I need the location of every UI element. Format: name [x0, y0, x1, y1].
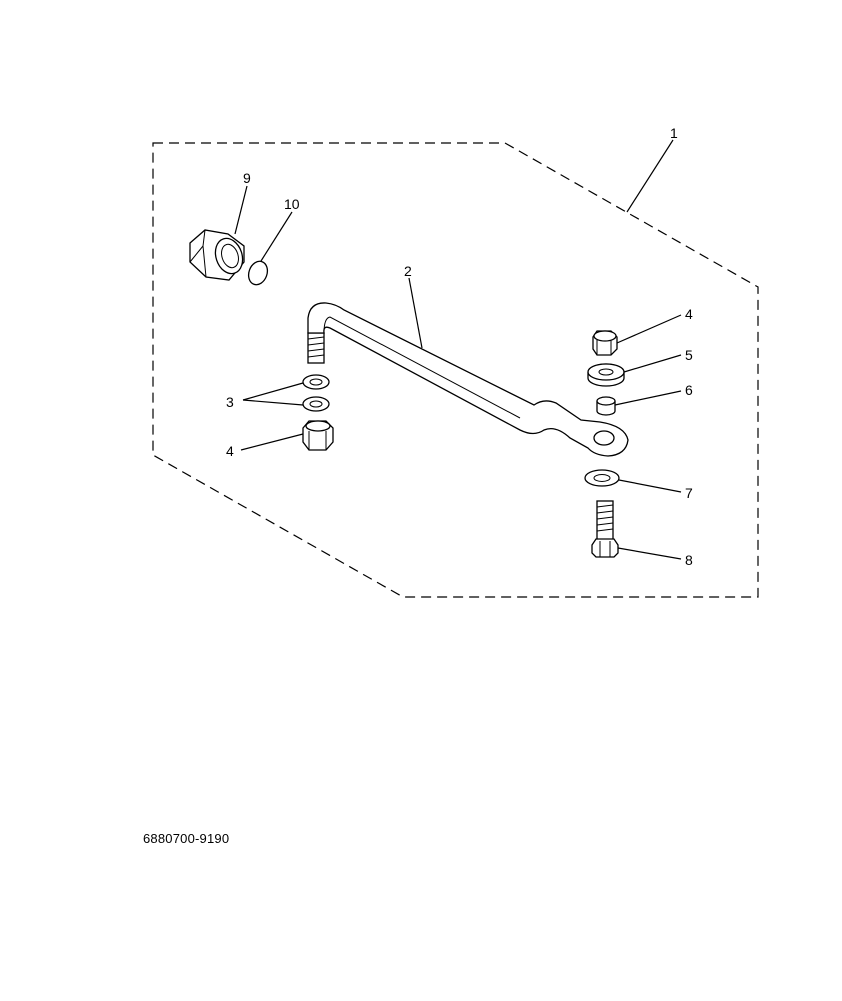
kit-boundary: [152, 142, 759, 598]
callout-5: 5: [685, 347, 693, 363]
part-number-label: 6880700-9190: [143, 831, 230, 846]
part-9-bushing: [189, 229, 245, 281]
part-4-nut-right: [592, 330, 618, 356]
callout-8: 8: [685, 552, 693, 568]
callout-10: 10: [284, 196, 300, 212]
part-8-bolt: [591, 500, 619, 558]
part-4-nut-left: [302, 420, 334, 451]
part-10-o-ring: [247, 260, 269, 286]
callout-7: 7: [685, 485, 693, 501]
part-2-steering-rod: [307, 302, 629, 457]
part-6-collar: [596, 396, 616, 416]
leader-lines: [234, 139, 682, 560]
callout-4-left: 4: [226, 443, 234, 459]
part-3-washer-lower: [302, 396, 330, 412]
callout-6: 6: [685, 382, 693, 398]
part-3-washer-upper: [302, 374, 330, 390]
callout-4-right: 4: [685, 306, 693, 322]
part-7-washer: [584, 469, 620, 487]
part-5-washer: [587, 363, 625, 387]
callout-9: 9: [243, 170, 251, 186]
callout-1: 1: [670, 125, 678, 141]
callout-3: 3: [226, 394, 234, 410]
callout-2: 2: [404, 263, 412, 279]
